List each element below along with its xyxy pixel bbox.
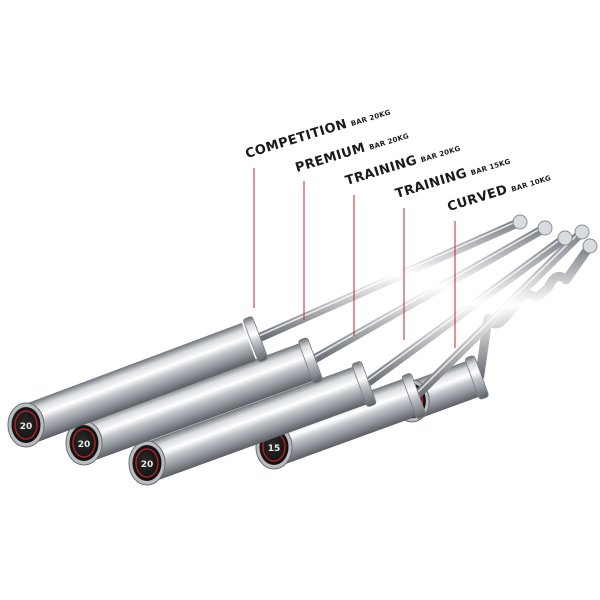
bar-collar xyxy=(465,355,489,400)
far-sleeve-end xyxy=(512,214,528,230)
end-cap-weight: 20 xyxy=(78,440,91,450)
barbell-4: 15 xyxy=(255,224,590,470)
far-sleeve-end xyxy=(574,224,590,240)
end-cap-weight: 20 xyxy=(20,422,33,432)
far-sleeve-end xyxy=(557,230,573,246)
far-sleeve-end xyxy=(582,238,598,254)
bar-shaft-highlight xyxy=(312,225,546,359)
bar-collar xyxy=(298,337,323,384)
end-cap-ring xyxy=(14,410,38,440)
bar-sleeve xyxy=(267,378,418,466)
bar-shaft xyxy=(308,223,550,365)
end-cap-ring xyxy=(72,428,96,458)
bar-collar xyxy=(351,361,377,407)
barbell-2: 20 xyxy=(65,220,553,466)
far-sleeve-end xyxy=(537,220,553,236)
end-cap-weight: 20 xyxy=(141,460,154,470)
barbell-3: 20 xyxy=(128,230,573,486)
bar-sleeve xyxy=(140,366,369,482)
end-cap xyxy=(11,406,41,444)
end-cap-weight: 15 xyxy=(268,444,281,454)
bar-sleeve xyxy=(77,342,315,462)
end-cap-ring xyxy=(135,448,159,478)
bar-collar xyxy=(401,373,427,419)
bar-shaft-highlight xyxy=(257,219,521,337)
bar-sleeve xyxy=(18,322,256,444)
end-cap xyxy=(69,424,99,462)
bar-shaft-highlight xyxy=(366,235,566,382)
bar-shaft xyxy=(362,233,570,388)
end-cap xyxy=(132,444,162,482)
bar-shaft-highlight xyxy=(416,229,583,394)
bar-shaft xyxy=(412,227,587,400)
bar-shaft xyxy=(253,217,525,343)
barbell-1: 20 xyxy=(7,214,528,448)
bar-collar xyxy=(243,316,268,363)
